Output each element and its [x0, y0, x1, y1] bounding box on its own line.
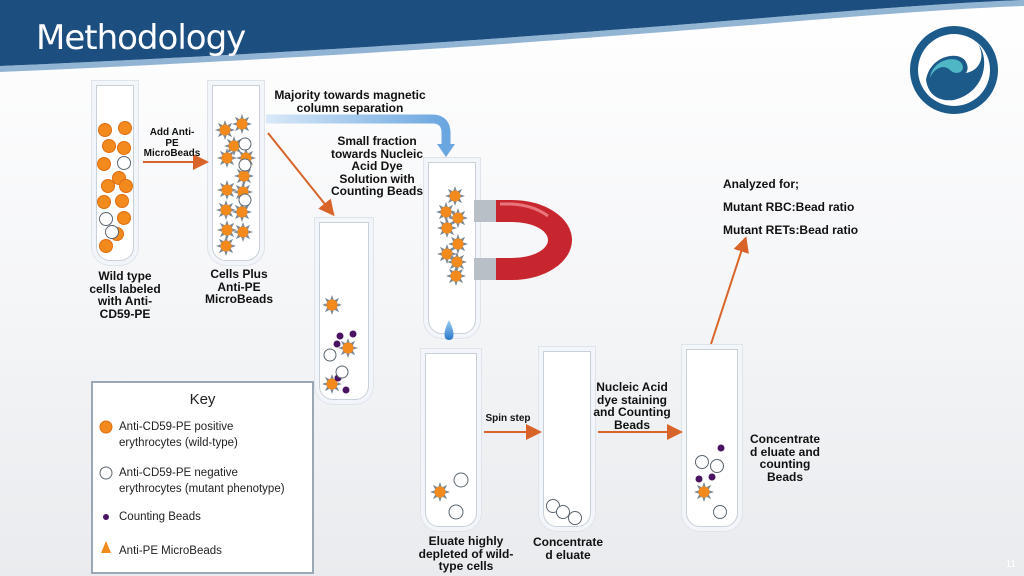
counting-bead — [717, 444, 725, 452]
header-banner — [0, 0, 1024, 72]
microbead-cell — [446, 266, 466, 286]
microbead-cell — [338, 338, 358, 358]
magnet-icon — [474, 200, 572, 280]
mutant-cell — [99, 212, 113, 226]
eluate-depleted-label: Eluate highly depleted of wild- type cel… — [418, 534, 514, 573]
wild-type-cell — [117, 141, 131, 155]
analysis-item: Mutant RETs:Bead ratio — [723, 223, 859, 237]
mutant-cell — [713, 505, 727, 519]
microbead-cell — [232, 114, 252, 134]
mutant-cell — [238, 158, 252, 172]
wild-type-cell — [97, 195, 111, 209]
tube-concentrated-eluate — [543, 351, 591, 527]
mutant-cell — [568, 511, 582, 525]
mutant-cell — [238, 137, 252, 151]
microbead-cell — [234, 166, 254, 186]
mutant-cell — [695, 455, 709, 469]
key-item-wild-type: Anti-CD59-PE positive erythrocytes (wild… — [119, 421, 238, 449]
microbead-cell — [217, 148, 237, 168]
analysis-heading: Analyzed for; — [723, 177, 800, 191]
microbead-cell — [437, 218, 457, 238]
concentrate-counting-label: Concentrate d eluate and counting Beads — [749, 432, 820, 484]
mutant-cell — [448, 504, 464, 520]
spin-step-label: Spin step — [485, 413, 531, 424]
microbead-cell — [694, 482, 714, 502]
tube-final-sample — [686, 349, 738, 527]
microbead-cell — [216, 236, 236, 256]
nucleic-staining-label: Nucleic Acid dye staining and Counting B… — [593, 380, 671, 432]
majority-label: Majority towards magnetic column separat… — [274, 88, 426, 115]
small-fraction-arrow — [267, 132, 335, 217]
drop-icon — [444, 320, 454, 340]
wild-type-cell — [117, 211, 131, 225]
slide-header: Methodology — [0, 0, 1024, 80]
concentrated-eluate-label: Concentrate d eluate — [532, 535, 603, 562]
mutant-cell — [710, 459, 724, 473]
counting-bead — [695, 475, 703, 483]
microbead-cell — [430, 482, 450, 502]
small-fraction-label: Small fraction towards Nucleic Acid Dye … — [330, 134, 424, 198]
wild-type-cell — [97, 157, 111, 171]
microbead-cell — [445, 186, 465, 206]
key-item-counting-beads: Counting Beads — [119, 511, 201, 523]
wild-type-cell — [101, 179, 115, 193]
key-legend: Key Anti-CD59-PE positive erythrocytes (… — [91, 381, 314, 574]
purple-bead-icon — [103, 514, 109, 520]
mutant-cell — [453, 472, 469, 488]
mutant-cell — [105, 225, 119, 239]
mutant-cell — [556, 505, 570, 519]
white-cell-icon — [99, 466, 113, 480]
slide-title: Methodology — [36, 18, 246, 58]
key-item-mutant: Anti-CD59-PE negative erythrocytes (muta… — [119, 467, 285, 495]
microbead-cell — [217, 180, 237, 200]
microbead-cell — [233, 222, 253, 242]
key-title: Key — [189, 391, 216, 408]
mutant-cell — [335, 365, 349, 379]
microbead-cell — [447, 252, 467, 272]
microbead-cell — [322, 295, 342, 315]
microbead-cell — [232, 202, 252, 222]
wild-type-cell — [119, 179, 133, 193]
mutant-cell — [323, 348, 337, 362]
wild-type-cell — [118, 121, 132, 135]
wild-type-label: Wild type cells labeled with Anti- CD59-… — [89, 269, 161, 321]
mutant-cell — [117, 156, 131, 170]
wild-type-cell — [98, 123, 112, 137]
analysis-arrow — [710, 236, 749, 345]
cells-plus-label: Cells Plus Anti-PE MicroBeads — [204, 267, 274, 306]
counting-bead — [336, 332, 344, 340]
page-number: 11 — [1005, 559, 1016, 570]
counting-bead — [333, 340, 341, 348]
wild-type-cell — [115, 194, 129, 208]
wild-type-cell — [102, 139, 116, 153]
microbead-cell — [216, 200, 236, 220]
microbead-cell — [217, 220, 237, 240]
counting-bead — [349, 330, 357, 338]
counting-bead — [342, 386, 350, 394]
analysis-item: Mutant RBC:Bead ratio — [723, 200, 855, 214]
counting-bead — [708, 473, 716, 481]
mutant-cell — [238, 193, 252, 207]
orange-triangle-icon — [101, 541, 111, 553]
add-beads-label: Add Anti- PE MicroBeads — [143, 127, 201, 159]
microbead-cell — [215, 120, 235, 140]
wild-type-cell — [99, 239, 113, 253]
orange-cell-icon — [99, 420, 113, 434]
magnetic-separation-arrow — [266, 114, 451, 146]
key-item-microbeads: Anti-PE MicroBeads — [119, 545, 222, 557]
